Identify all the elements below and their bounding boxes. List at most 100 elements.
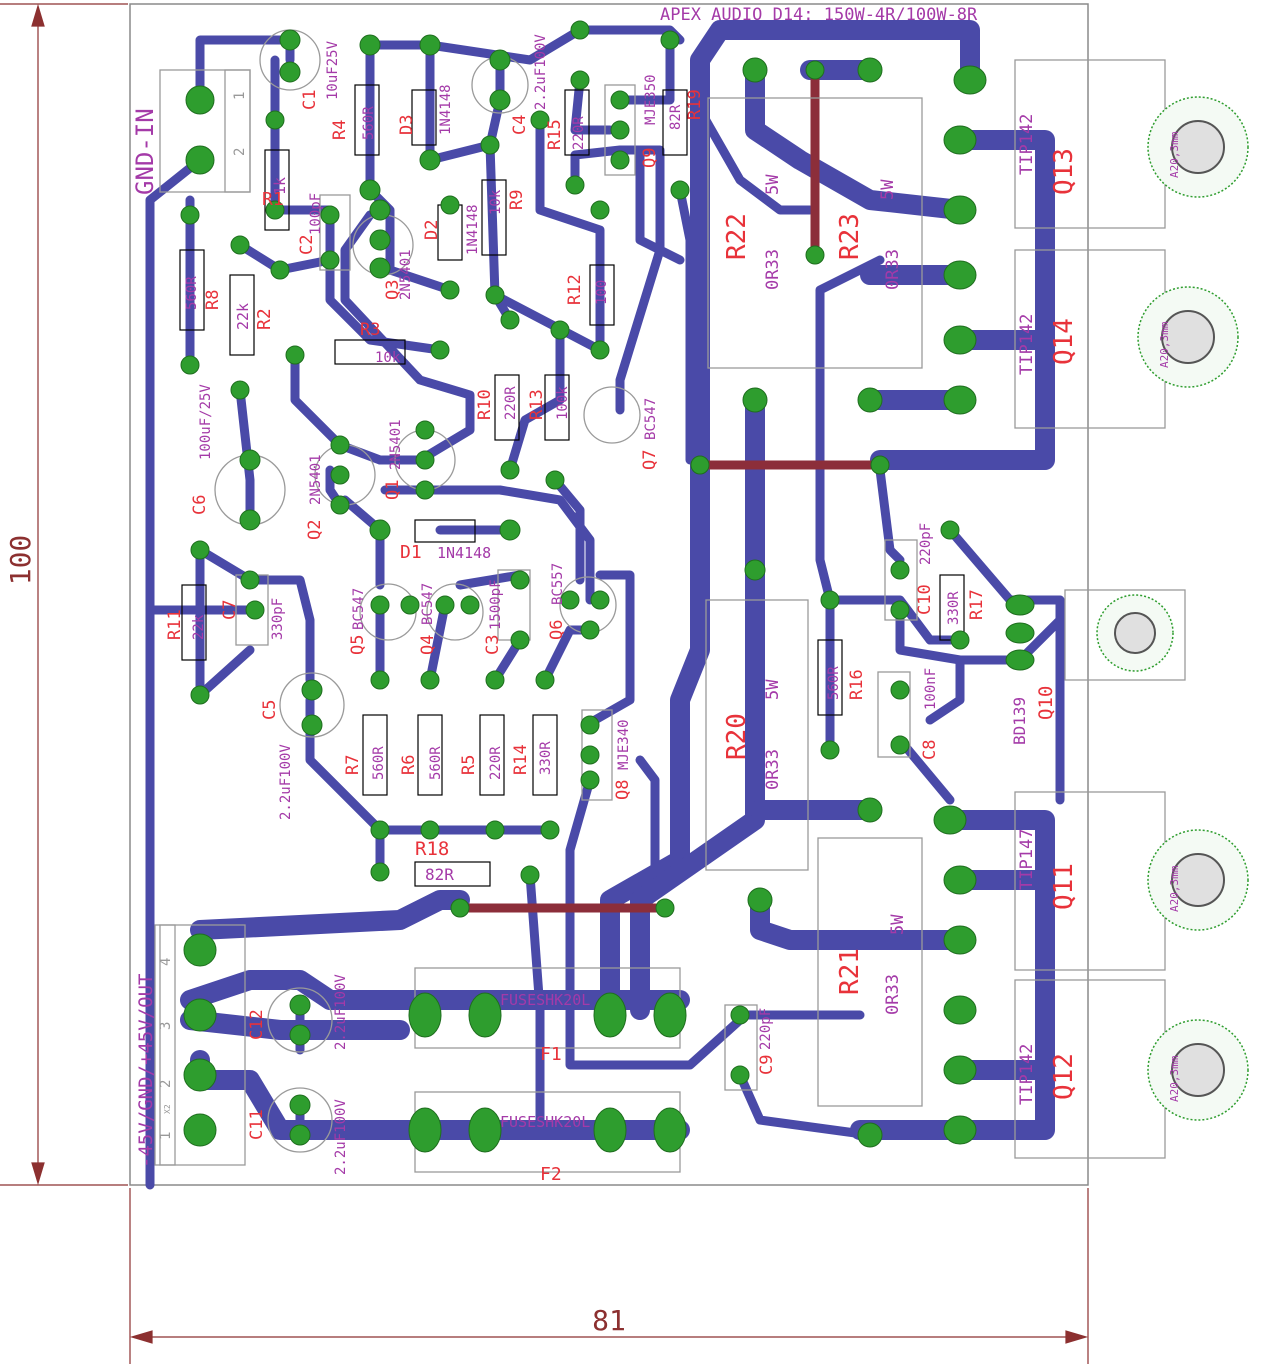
power-connector-label: -45V/GND/+45V/OUT (135, 974, 157, 1168)
value-r22: 0R33 (763, 249, 783, 290)
ref-c2: C2 (297, 235, 317, 255)
pad-22 (480, 135, 500, 155)
value-q5: BC547 (351, 588, 367, 630)
pad-98 (890, 600, 910, 620)
pad-119 (730, 1065, 750, 1085)
value-r3: 10k (375, 350, 401, 366)
pad-8 (230, 235, 250, 255)
value-q11: TIP147 (1017, 829, 1037, 890)
ref-f1: F1 (540, 1044, 562, 1065)
pad-124 (289, 994, 311, 1016)
value-c9: 220pF (758, 1008, 774, 1050)
ref-q14: Q14 (1049, 318, 1079, 365)
pads (180, 20, 1035, 1153)
ref-d1: D1 (400, 542, 422, 563)
ref-r3: R3 (360, 320, 380, 340)
pad-125 (289, 1024, 311, 1046)
pad-40 (610, 120, 630, 140)
value-r6: 560R (428, 746, 444, 780)
value-r12: 100 (594, 280, 610, 305)
heatsink-label-3: A20,3mm (1168, 1055, 1181, 1102)
pad-2 (279, 29, 301, 51)
pad-108 (747, 887, 773, 913)
pad-99 (950, 630, 970, 650)
pad-123 (183, 1113, 217, 1147)
pad-45 (330, 495, 350, 515)
value-r8: 560R (184, 276, 200, 310)
value-r1: 1k (271, 177, 289, 195)
power-pin-2: 2 (158, 1080, 174, 1088)
pad-62 (510, 630, 530, 650)
pad-35 (590, 340, 610, 360)
ref-r12: R12 (565, 274, 585, 305)
power-pin-1: 1 (158, 1132, 174, 1140)
pad-13 (359, 34, 381, 56)
pad-107 (857, 797, 883, 823)
pad-115 (857, 1122, 883, 1148)
pad-83 (805, 60, 825, 80)
pad-18 (369, 229, 391, 251)
pad-61 (510, 570, 530, 590)
value-q7: BC547 (643, 398, 659, 440)
pad-29 (570, 20, 590, 40)
value-r20: 0R33 (763, 749, 783, 790)
ref-q2: Q2 (305, 520, 325, 540)
pad-84 (805, 245, 825, 265)
ref-q8: Q8 (613, 780, 633, 800)
ref-r1: R1 (262, 189, 284, 210)
value-q12: TIP142 (1017, 1044, 1037, 1105)
pad-26 (500, 310, 520, 330)
ref-c12: C12 (247, 1009, 267, 1040)
pad-111 (943, 925, 977, 955)
pad-76 (580, 715, 600, 735)
pad-66 (301, 679, 323, 701)
value-d3: 1N4148 (438, 84, 454, 135)
value-r16: 560R (826, 666, 842, 700)
ref-r4: R4 (330, 120, 350, 140)
pad-48 (415, 480, 435, 500)
ref-r21: R21 (835, 948, 865, 995)
pad-56 (190, 685, 210, 705)
pad-82 (857, 57, 883, 83)
pad-41 (610, 150, 630, 170)
ref-r11: R11 (165, 609, 185, 640)
pad-87 (953, 65, 987, 95)
ref-c11: C11 (247, 1109, 267, 1140)
pad-46 (415, 420, 435, 440)
rating-r22: 5W (763, 174, 783, 195)
ref-c1: C1 (300, 90, 320, 110)
ref-c3: C3 (483, 635, 503, 655)
value-r21: 0R33 (883, 974, 903, 1015)
value-r9: 10k (488, 189, 504, 215)
copper-tracks (145, 20, 1065, 1190)
pad-68 (370, 670, 390, 690)
pad-55 (245, 600, 265, 620)
ref-r18: R18 (415, 838, 449, 860)
pad-105 (1005, 649, 1035, 671)
ref-d2: D2 (422, 220, 442, 240)
dimension-lines (0, 3, 1089, 1364)
heatsink-label-2: A20,3mm (1168, 865, 1181, 912)
pad-97 (890, 560, 910, 580)
ref-r10: R10 (475, 389, 495, 420)
pad-59 (435, 595, 455, 615)
pad-19 (369, 257, 391, 279)
value-c12: 2.2uF100V (333, 974, 349, 1050)
ref-r15: R15 (545, 119, 565, 150)
pad-127 (289, 1124, 311, 1146)
value-f1: FUSESHK20L (500, 991, 590, 1009)
ref-r6: R6 (399, 755, 419, 775)
ref-r2: R2 (254, 308, 275, 330)
pad-101 (890, 680, 910, 700)
ref-c10: C10 (915, 584, 935, 615)
ref-r7: R7 (343, 755, 363, 775)
pad-5 (265, 200, 285, 220)
input-connector-label: GND-IN (131, 108, 159, 195)
pad-11 (320, 250, 340, 270)
pad-33 (530, 110, 550, 130)
value-q4: BC547 (420, 583, 436, 625)
ref-r17: R17 (967, 589, 987, 620)
value-r19: 82R (668, 104, 684, 130)
value-c7: 330pF (270, 598, 286, 640)
